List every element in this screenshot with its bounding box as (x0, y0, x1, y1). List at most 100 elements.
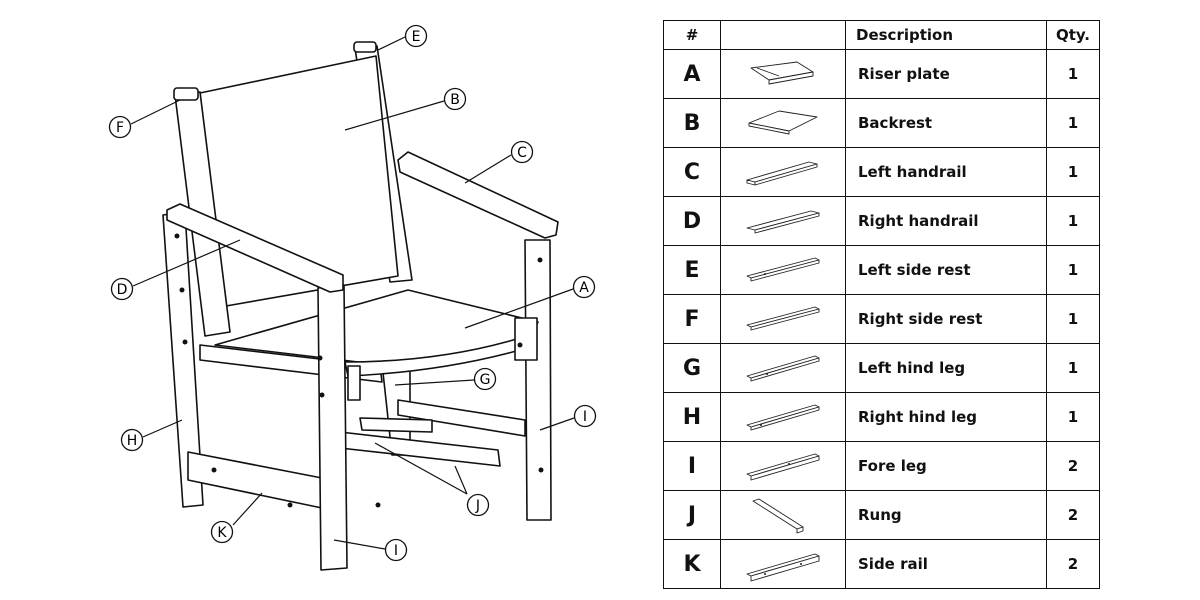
rung-icon (752, 498, 804, 534)
callout-layer: A B C D E F G H I J K I (108, 24, 597, 562)
callout-label: B (450, 92, 460, 108)
callout-e: E (404, 24, 428, 48)
header-description: Description (845, 20, 1047, 50)
callout-a: A (572, 275, 596, 299)
part-qty: 2 (1046, 490, 1100, 540)
part-qty: 2 (1046, 539, 1100, 589)
part-qty: 2 (1046, 441, 1100, 491)
callout-label: D (117, 282, 128, 298)
callout-label: H (127, 433, 138, 449)
part-letter: B (663, 98, 721, 148)
callout-j: J (466, 493, 490, 517)
part-description: Backrest (845, 98, 1047, 148)
left-hind-leg-icon (746, 355, 820, 382)
part-description: Fore leg (845, 441, 1047, 491)
part-description: Right hind leg (845, 392, 1047, 442)
part-thumbnail (720, 392, 846, 442)
part-description: Left side rest (845, 245, 1047, 295)
callout-h: H (120, 428, 144, 452)
callout-label: G (480, 372, 491, 388)
part-letter: J (663, 490, 721, 540)
chair-assembly-diagram: A B C D E F G H I J K I (108, 24, 597, 571)
part-qty: 1 (1046, 49, 1100, 99)
part-qty: 1 (1046, 147, 1100, 197)
part-qty: 1 (1046, 343, 1100, 393)
right-side-rest-icon (746, 306, 820, 331)
part-qty: 1 (1046, 196, 1100, 246)
callout-label: C (517, 145, 527, 161)
part-thumbnail (720, 98, 846, 148)
part-letter: D (663, 196, 721, 246)
screw-holes (174, 233, 544, 508)
part-letter: K (663, 539, 721, 589)
header-number: # (663, 20, 721, 50)
callout-label: A (579, 280, 589, 296)
part-description: Left hind leg (845, 343, 1047, 393)
header-image (720, 20, 846, 50)
part-qty: 1 (1046, 294, 1100, 344)
rear-right-leg (524, 239, 552, 521)
part-letter: H (663, 392, 721, 442)
part-qty: 1 (1046, 245, 1100, 295)
leader-lines (130, 36, 575, 550)
callout-i: I (573, 404, 597, 428)
part-description: Side rail (845, 539, 1047, 589)
handrail-d (166, 203, 344, 293)
table-header-row: # Description Qty. (663, 20, 1100, 50)
part-thumbnail (720, 343, 846, 393)
part-letter: G (663, 343, 721, 393)
part-thumbnail (720, 490, 846, 540)
part-description: Right side rest (845, 294, 1047, 344)
callout-k: K (210, 520, 234, 544)
callout-i: I (384, 538, 408, 562)
part-description: Right handrail (845, 196, 1047, 246)
part-letter: F (663, 294, 721, 344)
part-letter: C (663, 147, 721, 197)
callout-d: D (110, 277, 134, 301)
side-rail-k (187, 451, 323, 509)
right-handrail-icon (746, 210, 820, 234)
backrest-icon (748, 110, 818, 135)
part-thumbnail (720, 196, 846, 246)
handrail-c (397, 151, 559, 239)
callout-c: C (510, 140, 534, 164)
callout-label: K (217, 525, 227, 541)
chair-drawing (162, 41, 559, 571)
riser-plate-icon (750, 61, 814, 85)
part-qty: 1 (1046, 98, 1100, 148)
callout-label: I (583, 409, 587, 425)
header-qty: Qty. (1046, 20, 1100, 50)
fore-leg-icon (746, 453, 820, 481)
left-handrail-icon (746, 161, 818, 186)
part-thumbnail (720, 245, 846, 295)
callout-label: E (412, 29, 421, 45)
part-letter: I (663, 441, 721, 491)
part-thumbnail (720, 147, 846, 197)
right-hind-leg-icon (746, 404, 820, 431)
callout-label: J (475, 498, 480, 514)
part-thumbnail (720, 294, 846, 344)
part-description: Rung (845, 490, 1047, 540)
callout-label: F (116, 120, 124, 136)
callout-g: G (473, 367, 497, 391)
callout-f: F (108, 115, 132, 139)
part-qty: 1 (1046, 392, 1100, 442)
left-side-rest-icon (746, 257, 820, 282)
part-letter: A (663, 49, 721, 99)
part-thumbnail (720, 539, 846, 589)
rung-lower (339, 431, 501, 467)
part-description: Left handrail (845, 147, 1047, 197)
callout-label: I (394, 543, 398, 559)
part-thumbnail (720, 441, 846, 491)
